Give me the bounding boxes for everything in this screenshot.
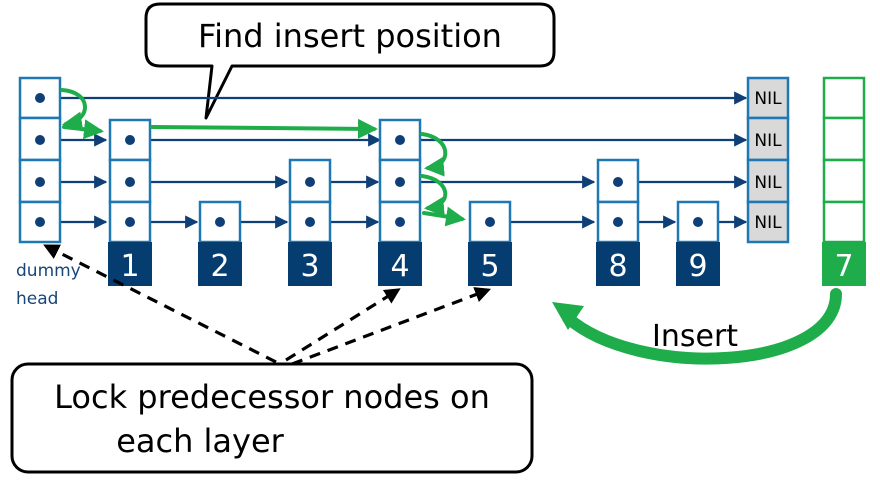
node-4: 4 [378,118,422,286]
node-1: 1 [108,118,152,286]
lock-predecessor-callout: Lock predecessor nodes on each layer [10,362,534,474]
traversal-drop-4-a [420,132,448,177]
nil-label: NIL [754,213,782,233]
find-insert-label: Find insert position [198,17,502,55]
node-9: 9 [676,200,720,286]
node-5-key: 5 [480,249,499,284]
insert-arrow: Insert [552,288,842,365]
lock-callout-line2: each layer [116,422,284,460]
node-8-key: 8 [608,249,627,284]
lock-arrow-5 [291,287,491,366]
dummy-caption-line1: dummy [16,261,81,281]
node-8: 8 [596,158,640,286]
nil-label: NIL [754,131,782,151]
insert-label: Insert [652,319,738,354]
node-3-key: 3 [300,249,319,284]
node-9-key: 9 [688,249,707,284]
nil-label: NIL [754,173,782,193]
lock-arrows [43,244,491,366]
dummy-head-node: dummy head [16,76,81,309]
find-insert-callout: Find insert position [144,2,556,120]
dummy-caption-line2: head [16,289,58,309]
new-node-key: 7 [834,249,853,284]
lock-arrow-head [43,244,277,364]
nil-label: NIL [754,89,782,109]
node-2: 2 [198,200,242,286]
lock-callout-line1: Lock predecessor nodes on [54,378,490,416]
new-node-7: 7 [822,76,866,286]
node-2-key: 2 [210,249,229,284]
node-5: 5 [468,200,512,286]
traversal-1-to-4 [150,118,378,139]
traversal-path [60,88,466,227]
traversal-4-to-5 [422,206,466,227]
traversal-drop-4-b [420,174,448,217]
node-3: 3 [288,158,332,286]
traversal-head-to-1 [62,119,104,140]
traversal-drop-head [60,88,87,132]
nil-tail-node: NIL NIL NIL NIL [746,76,790,244]
lock-arrow-4 [285,288,401,362]
node-4-key: 4 [390,249,409,284]
node-1-key: 1 [120,249,139,284]
